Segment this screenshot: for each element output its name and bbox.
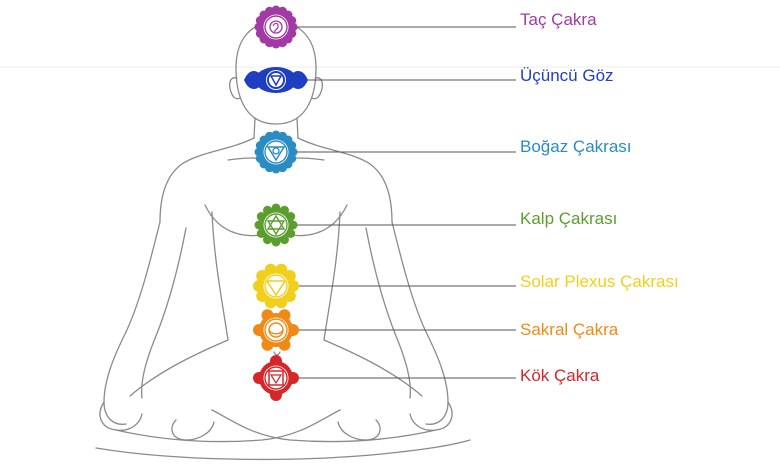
label-throat-chakra: Boğaz Çakrası <box>520 137 632 156</box>
heart-chakra-icon <box>254 203 298 247</box>
label-heart-chakra: Kalp Çakrası <box>520 209 618 228</box>
label-sacral-chakra: Sakral Çakra <box>520 320 619 339</box>
label-crown-chakra: Taç Çakra <box>520 10 597 29</box>
throat-chakra-icon <box>254 130 298 174</box>
leader-lines <box>296 26 516 379</box>
sacral-chakra-icon <box>253 309 299 351</box>
body-outline <box>95 21 471 461</box>
label-root-chakra: Kök Çakra <box>520 366 600 385</box>
crown-chakra-icon <box>254 5 298 49</box>
third-eye-chakra-icon <box>244 67 308 93</box>
solar-plexus-chakra-icon <box>253 263 299 309</box>
label-third-eye-chakra: Üçüncü Göz <box>520 66 614 85</box>
chakra-icons <box>244 5 308 401</box>
label-solar-plexus-chakra: Solar Plexus Çakrası <box>520 272 679 291</box>
root-chakra-icon <box>253 355 299 401</box>
